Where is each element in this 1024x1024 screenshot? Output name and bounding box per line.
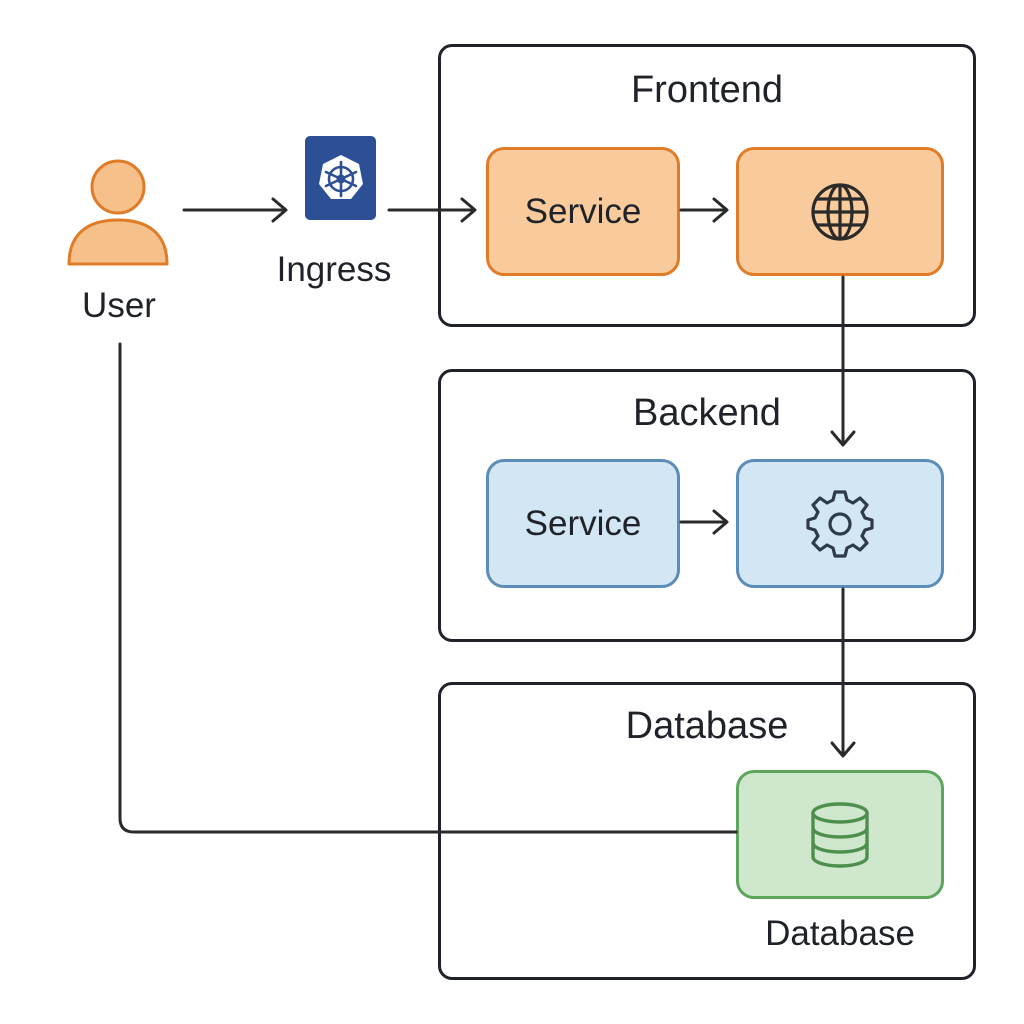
edge-user-to-database bbox=[118, 342, 738, 834]
backend-service-label: Service bbox=[524, 503, 642, 543]
gear-icon bbox=[806, 489, 874, 558]
kubernetes-helm-icon bbox=[318, 155, 363, 199]
edge-ingress-to-frontend-service bbox=[387, 197, 477, 223]
edge-backend-service-to-app bbox=[679, 509, 729, 535]
backend-service-node[interactable]: Service bbox=[486, 459, 680, 588]
frontend-group-title: Frontend bbox=[630, 69, 784, 111]
edge-frontend-service-to-web bbox=[679, 197, 729, 223]
frontend-service-label: Service bbox=[524, 191, 642, 231]
user-label: User bbox=[82, 286, 156, 325]
database-icon bbox=[811, 801, 869, 868]
edge-backend-app-to-database bbox=[830, 587, 856, 758]
globe-icon bbox=[811, 182, 869, 241]
edge-user-to-ingress bbox=[182, 197, 288, 223]
backend-group-title: Backend bbox=[633, 392, 781, 434]
ingress-label: Ingress bbox=[276, 250, 392, 289]
database-group-title: Database bbox=[625, 705, 789, 747]
frontend-web-node[interactable] bbox=[736, 147, 944, 276]
edge-web-to-backend-app bbox=[830, 275, 856, 447]
ingress-logo[interactable] bbox=[305, 136, 376, 220]
person-icon bbox=[67, 159, 169, 266]
database-node-label: Database bbox=[765, 914, 915, 953]
backend-app-node[interactable] bbox=[736, 459, 944, 588]
frontend-service-node[interactable]: Service bbox=[486, 147, 680, 276]
database-node[interactable] bbox=[736, 770, 944, 899]
